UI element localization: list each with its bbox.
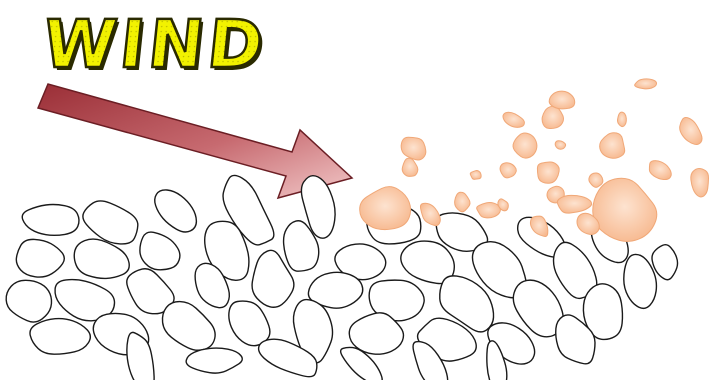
wind-label-text: WIND <box>39 6 270 83</box>
wind-arrow-shape <box>36 83 354 200</box>
sand-grain <box>529 215 549 237</box>
rock <box>21 203 80 237</box>
wind-label-shadow: WIND <box>42 9 273 86</box>
sand-grain <box>592 177 658 242</box>
rock <box>307 271 364 309</box>
rock <box>339 346 383 380</box>
sand-grain <box>469 170 482 180</box>
rock <box>439 275 495 333</box>
rock <box>251 249 295 308</box>
rock <box>228 300 271 347</box>
rock <box>300 174 336 239</box>
sand-grain <box>617 111 627 128</box>
sand-grain <box>588 172 604 188</box>
sand-grain <box>576 212 600 235</box>
sand-grain <box>648 160 672 181</box>
rock <box>5 279 53 323</box>
rock <box>161 300 216 351</box>
rock <box>73 238 130 280</box>
rock <box>29 317 91 355</box>
rock <box>486 340 508 380</box>
rock <box>512 279 564 338</box>
rock <box>126 331 155 380</box>
sand-grain <box>401 157 419 177</box>
rock <box>348 312 405 355</box>
wind-arrow <box>36 83 354 200</box>
rock <box>126 268 175 315</box>
rock <box>222 174 275 246</box>
rock <box>651 244 679 281</box>
rock <box>185 347 243 374</box>
rock <box>412 340 449 380</box>
sand-grain <box>512 132 538 159</box>
sand-grain <box>419 202 441 227</box>
sand-grain <box>536 161 560 184</box>
sand-grain <box>556 194 593 214</box>
sand-grain <box>499 162 517 179</box>
sand-grain <box>476 202 501 219</box>
rock <box>552 241 598 300</box>
sand-grain <box>679 116 703 146</box>
rock <box>154 189 198 233</box>
blown-sand-grains <box>359 78 710 242</box>
rock <box>282 220 320 272</box>
rock <box>582 283 624 341</box>
sand-grain <box>359 186 412 231</box>
rock <box>15 238 65 278</box>
sand-grain <box>400 136 427 161</box>
rock <box>471 241 528 299</box>
sand-grain <box>554 140 567 150</box>
rock <box>334 243 387 281</box>
sand-grain <box>599 132 626 159</box>
rock <box>257 338 318 378</box>
sand-grain <box>548 90 576 110</box>
rock <box>555 314 596 365</box>
sand-grain <box>634 78 658 90</box>
rock <box>194 262 231 309</box>
sand-grain <box>690 167 710 198</box>
rock <box>368 279 425 322</box>
rock <box>623 253 658 310</box>
sand-grain <box>502 111 525 128</box>
rock <box>516 216 567 259</box>
sand-grain <box>454 191 471 213</box>
rock <box>203 220 250 281</box>
sand-grain <box>541 105 564 130</box>
sand-grain <box>497 198 509 212</box>
rock <box>139 231 181 271</box>
wind-label: WIND WIND <box>38 5 273 86</box>
rock <box>82 200 139 245</box>
